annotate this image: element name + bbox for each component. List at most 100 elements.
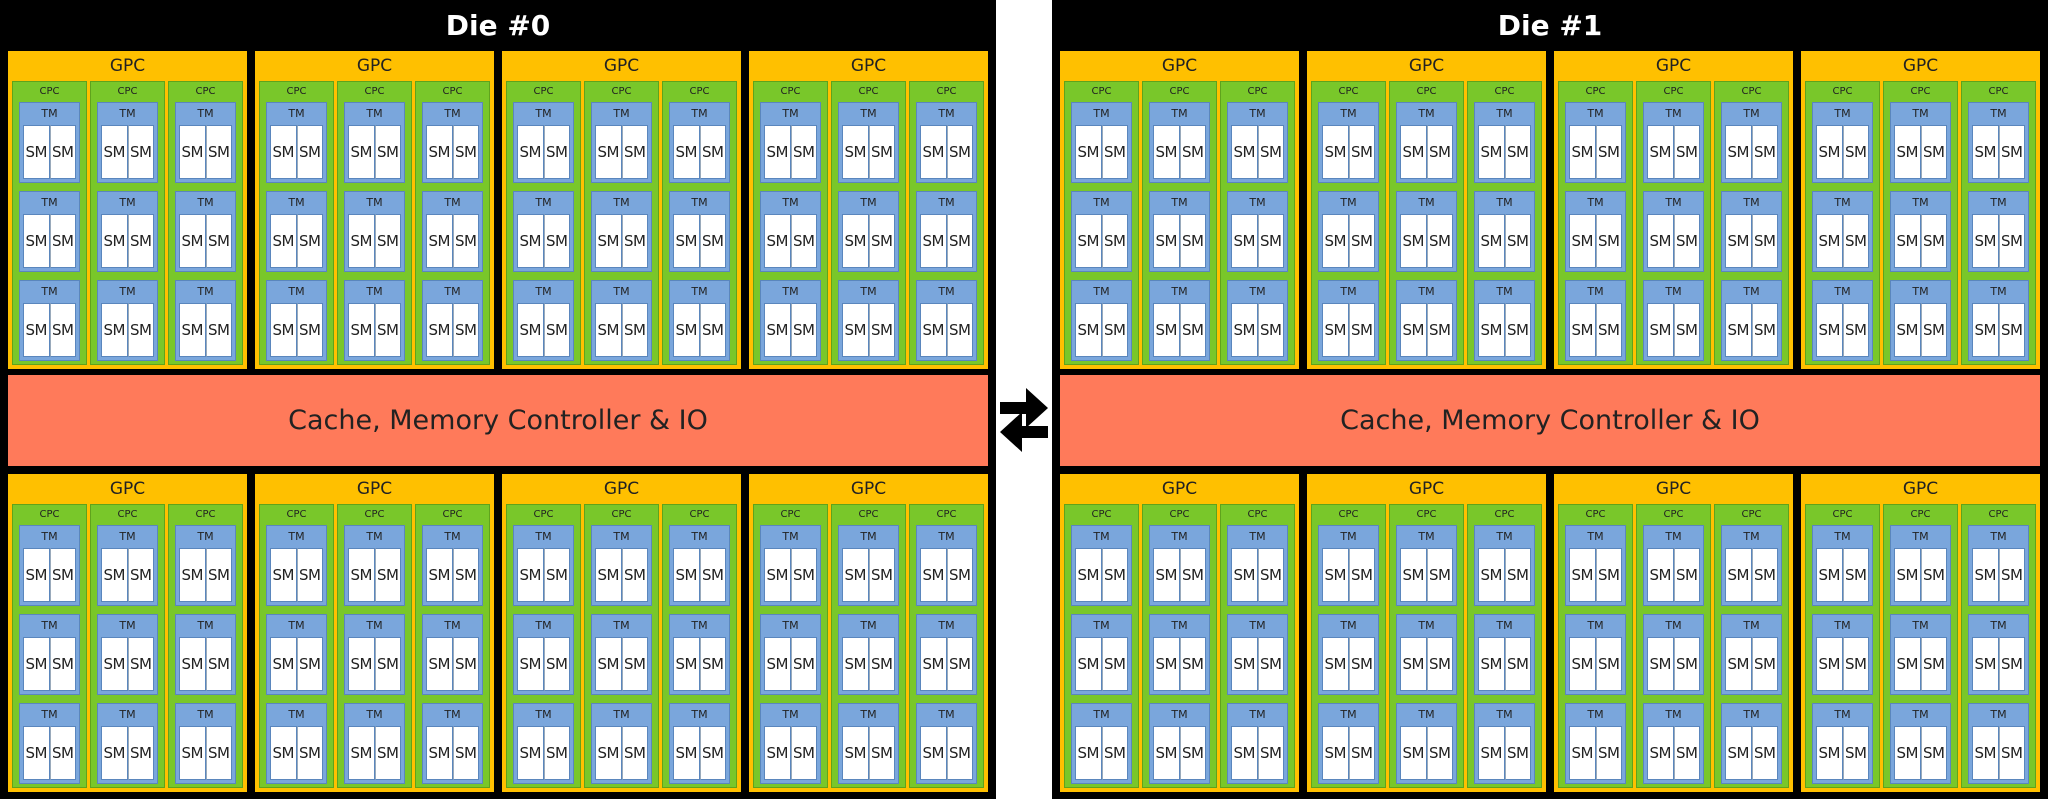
sm-unit: SM xyxy=(270,214,297,268)
tm-label: TM xyxy=(613,196,630,209)
sm-unit: SM xyxy=(790,214,817,268)
cpc-label: CPC xyxy=(858,86,879,97)
tm-label: TM xyxy=(197,619,214,632)
sm-unit: SM xyxy=(595,303,622,357)
sm-unit: SM xyxy=(452,303,479,357)
tm-label: TM xyxy=(288,285,305,298)
tm-label: TM xyxy=(1249,285,1266,298)
sm-unit: SM xyxy=(764,637,791,691)
sm-unit: SM xyxy=(205,548,232,602)
gpc-label: GPC xyxy=(850,56,887,76)
gpc-label: GPC xyxy=(603,56,640,76)
cpc-label: CPC xyxy=(858,509,879,520)
sm-unit: SM xyxy=(1842,214,1869,268)
tm-label: TM xyxy=(613,619,630,632)
tm-label: TM xyxy=(119,285,136,298)
sm-unit: SM xyxy=(673,125,700,179)
sm-unit: SM xyxy=(1569,637,1596,691)
cpc-label: CPC xyxy=(780,86,801,97)
sm-unit: SM xyxy=(1426,637,1453,691)
tm-label: TM xyxy=(860,530,877,543)
sm-unit: SM xyxy=(296,214,323,268)
tm-label: TM xyxy=(1743,708,1760,721)
sm-unit: SM xyxy=(1101,214,1128,268)
sm-unit: SM xyxy=(1257,726,1284,780)
tm-label: TM xyxy=(41,196,58,209)
tm-label: TM xyxy=(613,708,630,721)
tm-label: TM xyxy=(41,530,58,543)
tm-label: TM xyxy=(1496,708,1513,721)
gpc-label: GPC xyxy=(109,56,146,76)
sm-unit: SM xyxy=(790,726,817,780)
tm-label: TM xyxy=(1990,708,2007,721)
sm-unit: SM xyxy=(1075,125,1102,179)
sm-unit: SM xyxy=(1179,214,1206,268)
sm-unit: SM xyxy=(1647,214,1674,268)
sm-unit: SM xyxy=(1257,303,1284,357)
tm-label: TM xyxy=(1743,619,1760,632)
tm-label: TM xyxy=(197,708,214,721)
tm-label: TM xyxy=(1990,619,2007,632)
cpc-label: CPC xyxy=(39,86,60,97)
cpc-label: CPC xyxy=(286,509,307,520)
sm-unit: SM xyxy=(764,726,791,780)
tm-label: TM xyxy=(1171,285,1188,298)
tm-label: TM xyxy=(691,619,708,632)
sm-unit: SM xyxy=(920,214,947,268)
cpc-label: CPC xyxy=(117,509,138,520)
cpc-label: CPC xyxy=(1416,86,1437,97)
gpc-label: GPC xyxy=(1655,479,1692,499)
sm-unit: SM xyxy=(1179,726,1206,780)
tm-label: TM xyxy=(288,708,305,721)
sm-unit: SM xyxy=(1894,125,1921,179)
sm-unit: SM xyxy=(1569,125,1596,179)
tm-label: TM xyxy=(119,619,136,632)
sm-unit: SM xyxy=(1647,125,1674,179)
tm-label: TM xyxy=(1990,196,2007,209)
sm-unit: SM xyxy=(426,214,453,268)
